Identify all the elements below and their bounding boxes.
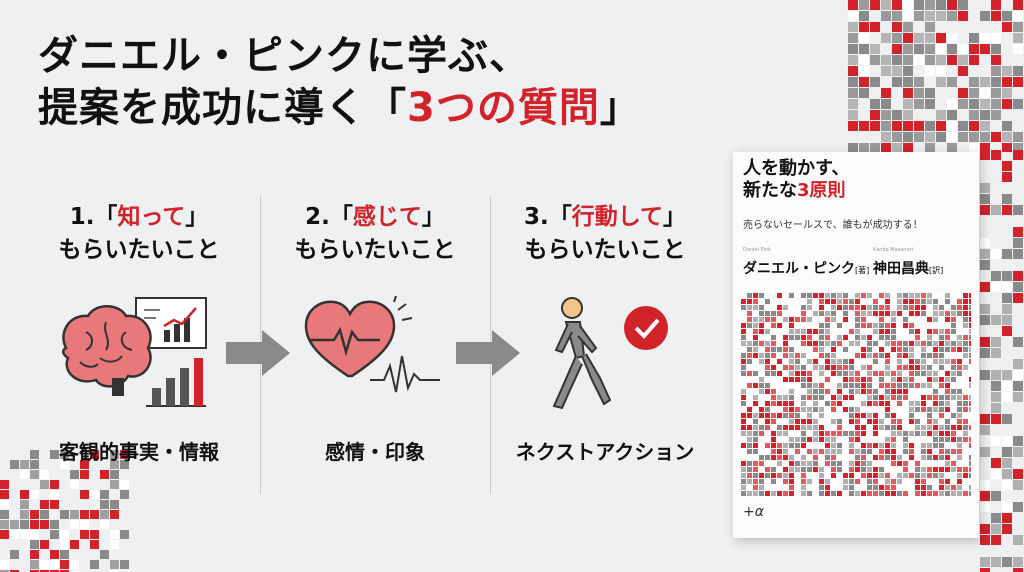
question-column-2: 2.「感じて」 もらいたいこと 感情・印象: [260, 200, 490, 464]
book-translator-role: [訳]: [929, 266, 944, 275]
book-title-line-2: 新たな3原則: [743, 180, 850, 202]
title-line-2: 提案を成功に導く「3つの質問」: [38, 82, 641, 134]
pixel-mosaic-top-right: [848, 0, 1023, 152]
pixel-mosaic-right-edge: [980, 150, 1023, 572]
book-translator-roman: Kanda Masanori: [873, 247, 913, 253]
question-heading: 1.「知って」: [24, 200, 254, 234]
book-subtitle: 売らないセールスで、誰もが成功する！: [743, 220, 923, 231]
book-author: ダニエル・ピンク[著]: [743, 258, 869, 278]
question-subtext: もらいたいこと: [58, 237, 220, 263]
heart-pulse-icon: [304, 296, 440, 393]
pixel-mosaic-bottom-left: [0, 450, 129, 572]
question-number: 2.「: [305, 204, 353, 230]
book-pattern: [741, 293, 971, 496]
question-caption: ネクストアクション: [515, 440, 695, 464]
book-title: 人を動かす、 新たな3原則: [743, 158, 850, 202]
title-highlight: 3つの質問: [407, 85, 600, 131]
book-translator: 神田昌典[訳]: [873, 258, 943, 278]
arrow-right-icon: [226, 330, 290, 376]
brain-chart-icon: [62, 297, 207, 407]
book-translator-name: 神田昌典: [873, 261, 929, 277]
title-line-1: ダニエル・ピンクに学ぶ、: [38, 33, 530, 79]
book-author-role: [著]: [855, 266, 870, 275]
question-number: 1.「: [69, 204, 118, 230]
question-subtext: もらいたいこと: [294, 237, 456, 263]
question-number: 3.「: [523, 204, 572, 230]
question-caption: 感情・印象: [325, 440, 425, 464]
title-bracket-close: 」: [599, 85, 641, 131]
page-title: ダニエル・ピンクに学ぶ、 提案を成功に導く「3つの質問」: [38, 30, 641, 134]
question-subtext: もらいたいこと: [524, 237, 686, 263]
question-keyword: 知って: [117, 204, 186, 230]
question-bracket-close: 」: [421, 204, 445, 230]
book-title-highlight: 3原則: [797, 180, 846, 201]
question-column-1: 1.「知って」 もらいたいこと 客観的事実・情報: [24, 200, 254, 464]
book-cover: 人を動かす、 新たな3原則 売らないセールスで、誰もが成功する！ Daniel …: [733, 152, 979, 538]
publisher-logo: +α: [743, 504, 764, 520]
question-heading: 2.「感じて」: [260, 200, 490, 234]
question-column-3: 3.「行動して」 もらいたいこと ネクストアクション: [490, 200, 720, 464]
book-author-roman: Daniel Pink: [743, 247, 771, 253]
title-line-2-prefix: 提案を成功に導く: [38, 85, 366, 131]
title-bracket-open: 「: [366, 85, 407, 131]
book-title-prefix: 新たな: [743, 180, 797, 201]
question-keyword: 行動して: [571, 204, 664, 230]
walking-person-check-icon: [552, 297, 668, 410]
question-heading: 3.「行動して」: [490, 200, 720, 234]
book-author-name: ダニエル・ピンク: [743, 261, 855, 277]
question-caption: 客観的事実・情報: [59, 440, 219, 464]
question-bracket-close: 」: [663, 204, 687, 230]
arrow-right-icon: [456, 330, 520, 376]
book-title-line-1: 人を動かす、: [743, 158, 850, 179]
question-bracket-close: 」: [185, 204, 209, 230]
question-keyword: 感じて: [352, 204, 422, 230]
